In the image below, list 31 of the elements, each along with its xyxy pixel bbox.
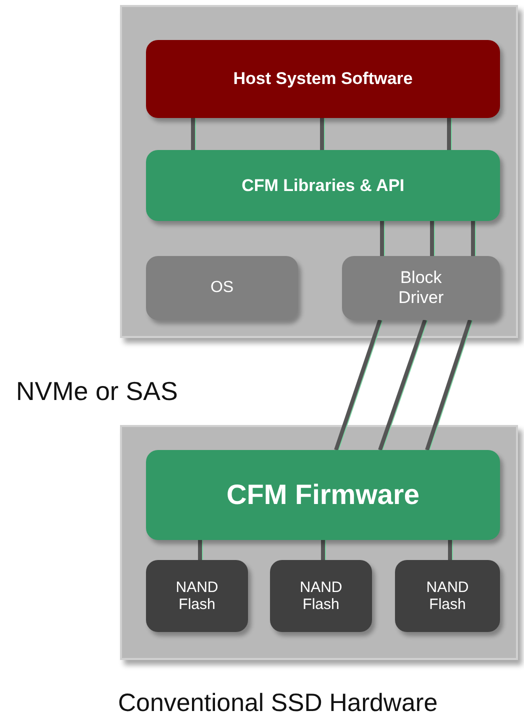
connector-line bbox=[198, 540, 202, 560]
panel-background bbox=[120, 5, 518, 338]
flash-chip-box bbox=[395, 560, 500, 632]
connector-line bbox=[471, 221, 475, 256]
os-box bbox=[146, 256, 298, 320]
connector-line bbox=[191, 118, 195, 150]
software-layer-box bbox=[146, 40, 500, 118]
layer-label: CFM Firmware bbox=[226, 479, 420, 511]
connector-line bbox=[425, 319, 472, 451]
library-layer-box bbox=[146, 150, 500, 221]
layer-label: Host System Software bbox=[233, 69, 413, 89]
panel-caption: Conventional SSD Hardware bbox=[118, 689, 438, 718]
flash-chip-box bbox=[146, 560, 248, 632]
driver-box bbox=[342, 256, 500, 320]
layer-label: Block Driver bbox=[397, 268, 445, 308]
connector-line bbox=[447, 118, 451, 150]
firmware-box bbox=[146, 450, 500, 540]
layer-label: NAND Flash bbox=[174, 579, 220, 613]
connector-line bbox=[448, 540, 452, 560]
connector-line bbox=[320, 118, 324, 150]
layer-label: NAND Flash bbox=[425, 579, 470, 613]
interface-label: NVMe or SAS bbox=[16, 376, 178, 407]
connector-line bbox=[321, 540, 325, 560]
layer-label: CFM Libraries & API bbox=[242, 176, 404, 196]
layer-label: OS bbox=[210, 279, 234, 297]
connector-line bbox=[334, 319, 382, 451]
flash-chip-box bbox=[270, 560, 372, 632]
connector-line bbox=[430, 221, 434, 256]
connector-line bbox=[378, 319, 427, 451]
layer-label: NAND Flash bbox=[298, 579, 344, 613]
connector-line bbox=[380, 221, 384, 256]
